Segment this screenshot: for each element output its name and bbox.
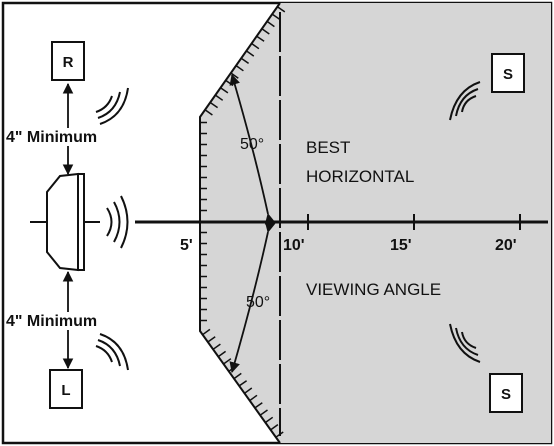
distance-label-15ft: 15' [390, 237, 412, 254]
min-distance-bottom-label: 4" Minimum [6, 313, 97, 330]
angle-bottom-label: 50° [246, 294, 270, 311]
tv-icon [30, 172, 100, 272]
angle-arc-bottom [229, 221, 276, 374]
distance-label-10ft: 10' [283, 237, 305, 254]
speaker-s-bottom-waves-icon [449, 323, 481, 363]
speaker-s-top-label: S [503, 66, 513, 83]
min-distance-top-label: 4" Minimum [6, 129, 97, 146]
speaker-r-waves-icon [95, 87, 129, 125]
speaker-s-top-waves-icon [449, 81, 481, 121]
angle-arc-top [229, 73, 276, 225]
best-label-line2: HORIZONTAL [306, 167, 414, 186]
speaker-l-label: L [61, 382, 70, 399]
speaker-r-label: R [63, 54, 74, 71]
speaker-l-waves-icon [95, 333, 129, 371]
viewing-angle-label: VIEWING ANGLE [306, 280, 441, 299]
viewing-area-outline [199, 2, 281, 444]
speaker-r-box [51, 41, 85, 81]
speaker-s-top-box [491, 53, 525, 93]
best-label-line1: BEST [306, 138, 350, 157]
distance-label-20ft: 20' [495, 237, 517, 254]
speaker-s-bottom-label: S [501, 386, 511, 403]
distance-label-5ft: 5' [180, 237, 193, 254]
speaker-l-box [49, 369, 83, 409]
speaker-s-bottom-box [489, 373, 523, 413]
sound-waves-icon [106, 195, 129, 249]
angle-top-label: 50° [240, 136, 264, 153]
